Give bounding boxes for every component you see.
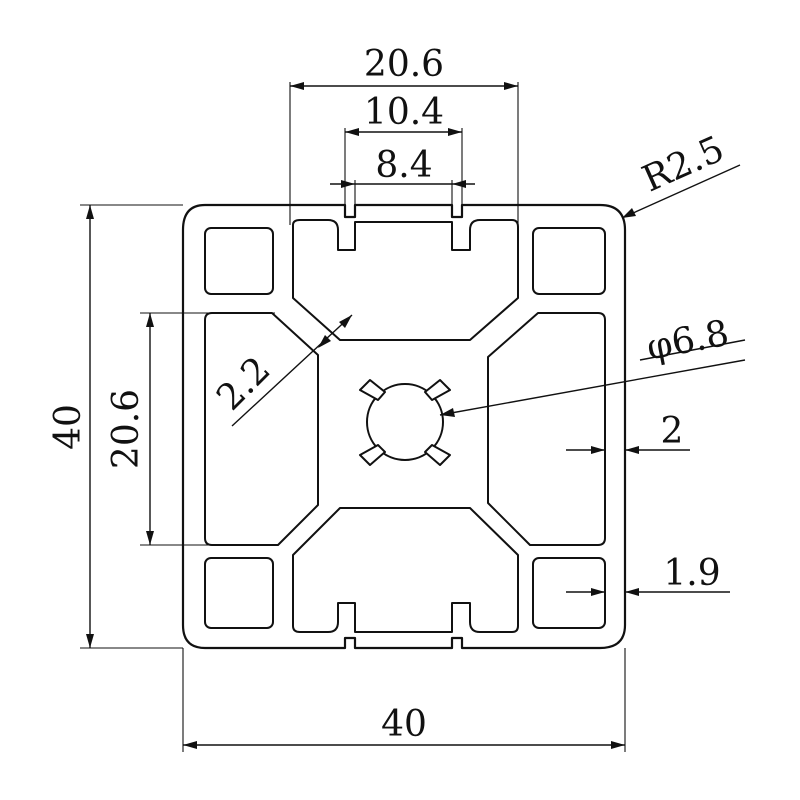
profile-cross-section [181, 203, 627, 650]
dim-label-slot-opening: 8.4 [375, 145, 432, 186]
corner-pocket-top-left [204, 227, 274, 295]
corner-pocket-bottom-right [532, 557, 606, 629]
dim-label-pocket-wall: 1.9 [663, 553, 720, 594]
dim-label-corner-radius: R2.5 [636, 129, 730, 201]
dim-label-profile-width: 40 [381, 704, 427, 745]
center-bore [359, 379, 451, 466]
dimension-lines [86, 82, 746, 749]
dim-label-wall-thickness: 2 [661, 411, 684, 452]
corner-pocket-bottom-left [204, 557, 274, 629]
side-cavity-left [204, 312, 319, 546]
t-slot-bottom [292, 507, 519, 633]
side-cavity-right [487, 312, 606, 546]
dim-label-center-bore: φ6.8 [643, 313, 732, 369]
dim-label-cavity-height: 20.6 [106, 389, 147, 469]
dim-label-slot-mid-width: 10.4 [364, 92, 444, 133]
t-slot-top [292, 219, 519, 341]
extension-lines [80, 82, 626, 752]
corner-pocket-top-right [532, 227, 606, 295]
dim-label-profile-height: 40 [48, 404, 89, 450]
dim-label-slot-outer-width: 20.6 [364, 44, 444, 85]
